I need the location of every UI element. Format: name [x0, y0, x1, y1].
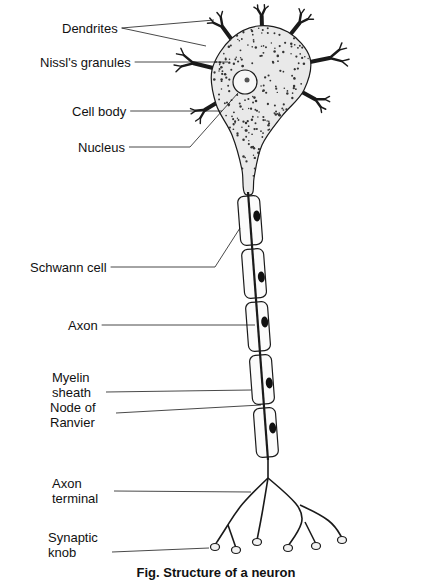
- dendrite-branch: [310, 58, 330, 62]
- nucleus: [233, 70, 257, 94]
- dendrite-branch: [330, 50, 339, 58]
- synaptic-knob: [312, 543, 321, 550]
- nucleolus: [245, 78, 250, 83]
- part-label: Node of Ranvier: [50, 400, 112, 430]
- dendrite-branch: [190, 109, 195, 111]
- dendrite-branch: [290, 23, 299, 35]
- leader-lines: [102, 20, 261, 552]
- dendrite-branch: [262, 9, 265, 16]
- figure-caption: Fig. Structure of a neuron: [0, 565, 432, 580]
- leader-line: [112, 548, 209, 552]
- leader-line: [116, 405, 261, 413]
- dendrite-branch: [194, 63, 213, 68]
- synaptic-knob: [211, 544, 220, 551]
- dendrite-branch: [342, 61, 348, 66]
- dendrite-branch: [257, 5, 259, 10]
- part-label: Cell body: [72, 104, 126, 119]
- part-label: Schwann cell: [30, 260, 107, 275]
- leader-line: [129, 93, 238, 147]
- part-label: Axon terminal: [52, 476, 110, 506]
- dendrite-branch: [342, 59, 349, 61]
- leader-line: [122, 28, 206, 46]
- dendrite-branch: [301, 9, 304, 14]
- dendrite-branch: [221, 17, 223, 27]
- axon: [248, 192, 268, 460]
- dendrite-branch: [182, 63, 194, 66]
- dendrite-branch: [176, 66, 182, 71]
- dendrite-branch: [196, 118, 201, 121]
- dendrite-branch: [217, 13, 221, 18]
- leader-line: [135, 62, 228, 63]
- leader-line: [106, 390, 251, 392]
- part-label: Axon: [68, 318, 98, 333]
- dendrite-branch: [174, 65, 182, 66]
- dendrite-branch: [223, 27, 232, 40]
- part-label: Nucleus: [78, 140, 125, 155]
- nissl-granules: [213, 27, 309, 176]
- part-label: Synaptic knob: [48, 530, 108, 560]
- synaptic-knob: [338, 537, 347, 544]
- leader-line: [114, 491, 251, 492]
- dendrite-branch: [324, 99, 329, 102]
- leader-line: [102, 325, 255, 326]
- dendrite-branch: [320, 107, 322, 113]
- dendrite-branch: [308, 18, 314, 19]
- dendrite-branch: [302, 92, 315, 99]
- dendrite-branch: [315, 99, 320, 107]
- dendrite-branch: [221, 11, 223, 17]
- axon-terminal: [211, 458, 347, 554]
- leader-line: [122, 20, 214, 28]
- part-label: Myelin sheath: [52, 370, 102, 400]
- dendrite-branch: [181, 48, 184, 55]
- synaptic-knob: [253, 539, 262, 546]
- dendrite-branch: [299, 19, 307, 23]
- synaptic-knob: [232, 547, 241, 554]
- part-label: Nissl's granules: [40, 55, 131, 70]
- synaptic-knob: [284, 545, 293, 552]
- dendrite-branch: [265, 6, 269, 9]
- part-label: Dendrites: [62, 21, 118, 36]
- leader-line: [130, 111, 222, 112]
- dendrite-branch: [339, 48, 346, 50]
- cell-body: [211, 26, 311, 195]
- dendrite-branch: [330, 58, 342, 61]
- leader-line: [111, 228, 240, 267]
